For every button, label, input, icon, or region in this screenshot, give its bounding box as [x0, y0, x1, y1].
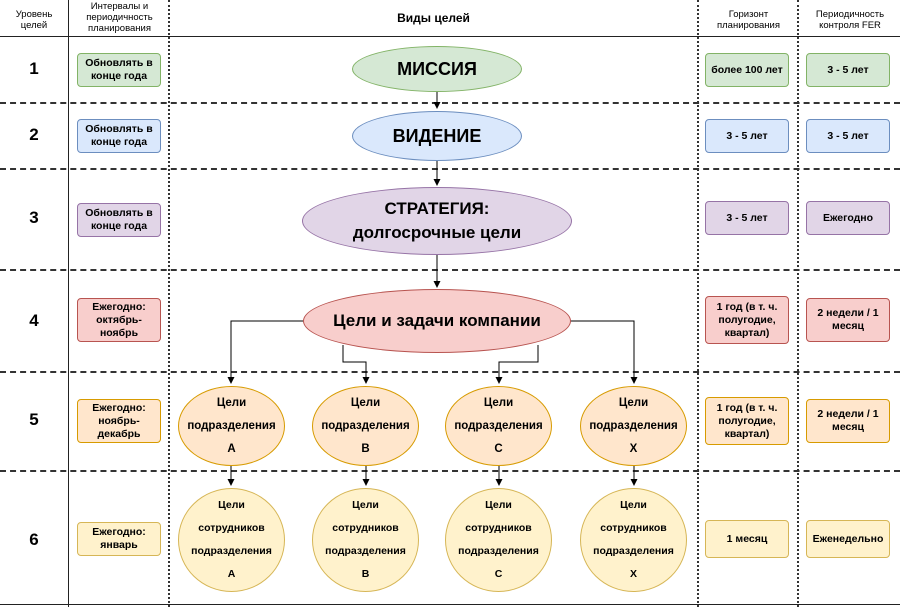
row-divider-3	[0, 269, 900, 271]
interval-box-3: Обновлять в конце года	[77, 203, 161, 237]
header-control: Периодичность контроля FER	[815, 9, 885, 31]
dept-goals-id: C	[494, 442, 503, 455]
dept-goals-ellipse-c: Цели подразделения C	[445, 386, 552, 466]
employee-goals-id: X	[629, 568, 637, 580]
level-number-3: 3	[29, 208, 39, 227]
strategy-label-line1: СТРАТЕГИЯ:	[384, 199, 490, 218]
column-divider-intervals	[168, 0, 170, 607]
dept-goals-line1: Цели	[618, 396, 649, 409]
horizon-box-4: 1 год (в т. ч. полугодие, квартал)	[705, 296, 789, 344]
control-box-5: 2 недели / 1 месяц	[806, 399, 890, 443]
employee-goals-id: B	[361, 568, 370, 580]
column-divider-goals	[697, 0, 699, 607]
interval-box-4: Ежегодно: октябрь-ноябрь	[77, 298, 161, 342]
employee-goals-ellipse-a: Цели сотрудников подразделения A	[178, 488, 285, 592]
header-goal-types: Виды целей	[397, 11, 470, 25]
dept-goals-line1: Цели	[216, 396, 247, 409]
employee-goals-line3: подразделения	[458, 545, 539, 557]
control-box-2: 3 - 5 лет	[806, 119, 890, 153]
dept-goals-line1: Цели	[350, 396, 381, 409]
interval-box-5: Ежегодно: ноябрь-декабрь	[77, 399, 161, 443]
dept-goals-line2: подразделения	[187, 419, 276, 432]
mission-ellipse: МИССИЯ	[352, 46, 522, 92]
bottom-border	[0, 604, 900, 605]
dept-goals-line1: Цели	[483, 396, 514, 409]
employee-goals-line1: Цели	[352, 499, 379, 511]
dept-goals-ellipse-a: Цели подразделения A	[178, 386, 285, 466]
control-box-1: 3 - 5 лет	[806, 53, 890, 87]
employee-goals-line1: Цели	[218, 499, 245, 511]
dept-goals-line2: подразделения	[589, 419, 678, 432]
employee-goals-id: A	[227, 568, 236, 580]
arrow-company-dept-b	[342, 345, 370, 384]
row-divider-2	[0, 168, 900, 170]
level-number-4: 4	[29, 311, 39, 330]
header-divider	[0, 36, 900, 37]
dept-goals-ellipse-b: Цели подразделения B	[312, 386, 419, 466]
interval-box-6: Ежегодно: январь	[77, 522, 161, 556]
dept-goals-line2: подразделения	[321, 419, 410, 432]
dept-goals-id: B	[361, 442, 370, 455]
level-number-1: 1	[29, 59, 39, 78]
control-box-6: Еженедельно	[806, 520, 890, 558]
horizon-box-1: более 100 лет	[705, 53, 789, 87]
strategy-ellipse: СТРАТЕГИЯ: долгосрочные цели	[302, 187, 572, 255]
row-divider-4	[0, 371, 900, 373]
employee-goals-line1: Цели	[620, 499, 647, 511]
horizon-box-6: 1 месяц	[705, 520, 789, 558]
row-divider-1	[0, 102, 900, 104]
row-divider-5	[0, 470, 900, 472]
level-number-5: 5	[29, 410, 39, 429]
interval-box-1: Обновлять в конце года	[77, 53, 161, 87]
column-divider-level	[68, 0, 69, 607]
header-level: Уровень целей	[15, 9, 53, 31]
strategy-label-line2: долгосрочные цели	[352, 223, 522, 242]
horizon-box-2: 3 - 5 лет	[705, 119, 789, 153]
arrow-company-dept-x	[570, 320, 638, 384]
employee-goals-ellipse-c: Цели сотрудников подразделения C	[445, 488, 552, 592]
level-number-2: 2	[29, 125, 39, 144]
horizon-box-3: 3 - 5 лет	[705, 201, 789, 235]
employee-goals-line2: сотрудников	[600, 522, 667, 534]
vision-ellipse: ВИДЕНИЕ	[352, 111, 522, 161]
company-goals-ellipse: Цели и задачи компании	[303, 289, 571, 353]
arrow-company-dept-a	[227, 320, 304, 384]
employee-goals-ellipse-b: Цели сотрудников подразделения B	[312, 488, 419, 592]
dept-goals-id: A	[227, 442, 236, 455]
column-divider-horizon	[797, 0, 799, 607]
header-horizon: Горизонт планирования	[716, 9, 780, 31]
horizon-box-5: 1 год (в т. ч. полугодие, квартал)	[705, 397, 789, 445]
employee-goals-line1: Цели	[485, 499, 512, 511]
control-box-3: Ежегодно	[806, 201, 890, 235]
employee-goals-line3: подразделения	[325, 545, 406, 557]
arrow-company-dept-c	[495, 345, 539, 384]
employee-goals-line2: сотрудников	[332, 522, 399, 534]
interval-box-2: Обновлять в конце года	[77, 119, 161, 153]
employee-goals-line3: подразделения	[593, 545, 674, 557]
dept-goals-ellipse-x: Цели подразделения X	[580, 386, 687, 466]
vision-label: ВИДЕНИЕ	[392, 125, 482, 146]
header-intervals: Интервалы и периодичность планирования	[86, 1, 153, 34]
employee-goals-id: C	[494, 568, 503, 580]
employee-goals-line2: сотрудников	[198, 522, 265, 534]
level-number-6: 6	[29, 530, 39, 549]
dept-goals-line2: подразделения	[454, 419, 543, 432]
employee-goals-line3: подразделения	[191, 545, 272, 557]
dept-goals-id: X	[629, 442, 638, 455]
employee-goals-line2: сотрудников	[465, 522, 532, 534]
control-box-4: 2 недели / 1 месяц	[806, 298, 890, 342]
mission-label: МИССИЯ	[397, 58, 477, 79]
company-goals-label: Цели и задачи компании	[333, 311, 541, 330]
employee-goals-ellipse-x: Цели сотрудников подразделения X	[580, 488, 687, 592]
